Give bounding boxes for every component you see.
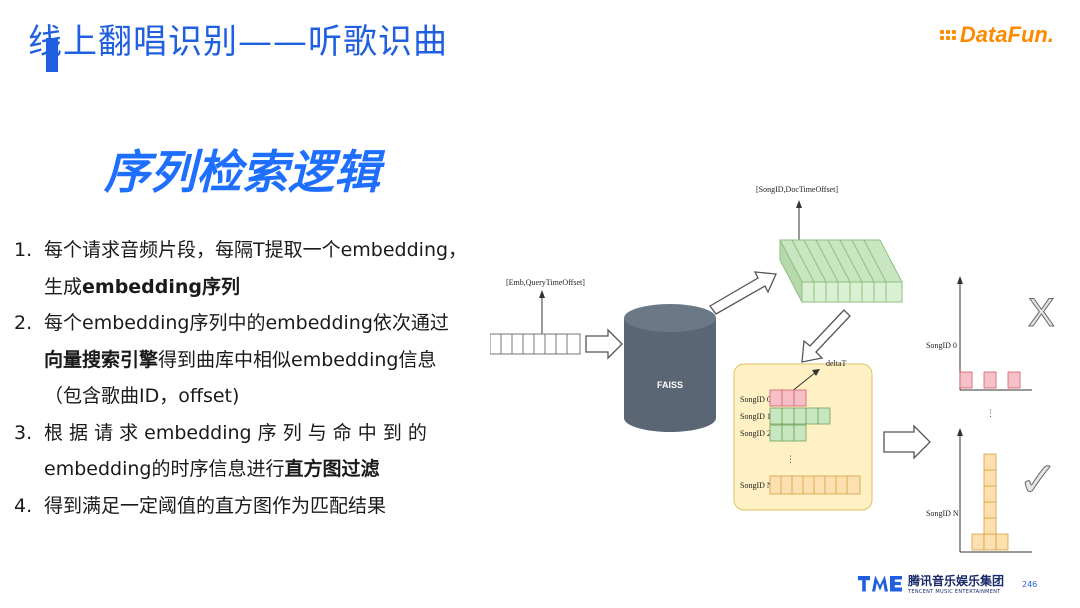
datafun-logo-text: DataFun. <box>959 22 1054 47</box>
company-name-en: TENCENT MUSIC ENTERTAINMENT <box>908 589 1001 595</box>
steps-list: 1. 每个请求音频片段，每隔T提取一个embedding， 生成embeddin… <box>14 232 484 524</box>
arrow-to-histograms <box>883 424 931 460</box>
result-label: [SongID,DocTimeOffset] <box>756 185 838 194</box>
slide-title: 线上翻唱识别——听歌识曲 <box>28 22 448 62</box>
alignment-panel: deltaT SongID 0 SongID 1 SongID 2 ⋮ Song… <box>733 359 873 511</box>
step-item: 2. 每个embedding序列中的embedding依次通过 <box>14 312 449 334</box>
page-number: 246 <box>1022 580 1038 589</box>
step-continuation: 生成embedding序列 <box>44 275 241 298</box>
tencent-music-logo: 腾讯音乐娱乐集团 TENCENT MUSIC ENTERTAINMENT <box>858 572 1004 595</box>
faiss-database: FAISS <box>624 304 716 432</box>
svg-text:FAISS: FAISS <box>657 380 683 390</box>
svg-text:SongID N: SongID N <box>926 509 959 518</box>
arrow-to-alignment <box>801 309 851 363</box>
result-embedding-block <box>779 239 903 303</box>
histogram-ellipsis: ⋮ <box>986 409 995 419</box>
step-item: 1. 每个请求音频片段，每隔T提取一个embedding， <box>14 239 468 261</box>
step-item: 4. 得到满足一定阈值的直方图作为匹配结果 <box>14 494 387 517</box>
svg-text:SongID 0: SongID 0 <box>926 341 957 350</box>
reject-mark-icon: X <box>1028 291 1055 335</box>
query-label: [Emb,QueryTimeOffset] <box>506 278 585 287</box>
datafun-logo: DataFun. <box>939 22 1054 48</box>
histogram-songid-n: SongID N <box>926 428 1032 553</box>
arrow-to-faiss <box>585 328 623 360</box>
company-name-cn: 腾讯音乐娱乐集团 <box>908 574 1005 588</box>
query-embedding-sequence <box>489 333 581 355</box>
section-heading: 序列检索逻辑 <box>104 145 380 199</box>
sequence-retrieval-diagram: [Emb,QueryTimeOffset] FAISS [SongID,DocT… <box>489 170 1070 570</box>
svg-text:SongID 0: SongID 0 <box>740 395 771 404</box>
svg-text:⋮: ⋮ <box>786 455 795 465</box>
svg-text:SongID N: SongID N <box>740 481 773 490</box>
datafun-logo-icon <box>939 30 956 40</box>
histogram-songid-0: SongID 0 <box>926 276 1032 391</box>
step-continuation: 向量搜索引擎得到曲库中相似embedding信息 <box>44 348 437 371</box>
step-item: 3. 根 据 请 求 embedding 序 列 与 命 中 到 的 <box>14 421 427 444</box>
arrow-to-results <box>709 271 777 315</box>
tme-logo-icon <box>858 575 902 592</box>
title-accent-bar <box>46 38 58 72</box>
accept-mark-icon: ✓ <box>1018 452 1058 508</box>
step-continuation: embedding的时序信息进行直方图过滤 <box>44 458 380 480</box>
svg-text:SongID 2: SongID 2 <box>740 429 771 438</box>
delta-label: deltaT <box>826 359 847 368</box>
svg-text:SongID 1: SongID 1 <box>740 412 771 421</box>
step-continuation: （包含歌曲ID，offset) <box>44 385 240 407</box>
